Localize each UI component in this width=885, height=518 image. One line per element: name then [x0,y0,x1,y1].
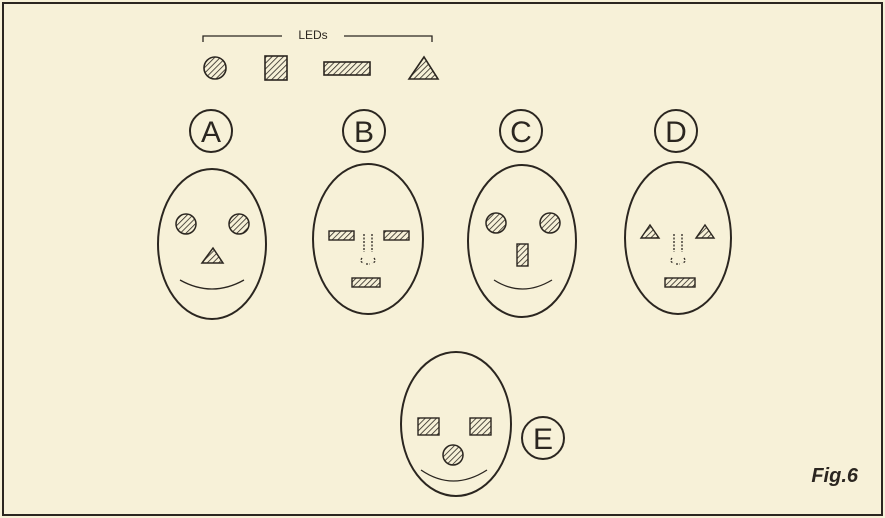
face-a: A [158,110,266,319]
face-a-left-eye-led [176,214,196,234]
face-b: B [313,110,423,314]
face-d-nose [671,234,685,264]
face-a-nose-led [202,248,223,263]
legend-bracket-right [344,36,432,42]
face-a-outline [158,169,266,319]
figure-label: Fig.6 [811,465,859,487]
face-e-label: E [533,423,553,456]
face-e-right-eye-led [470,418,491,435]
face-b-nose [361,234,375,264]
legend-title: LEDs [298,28,327,42]
face-b-left-eye-led [329,231,354,240]
square-led-icon [265,56,287,80]
face-a-right-eye-led [229,214,249,234]
legend: LEDs [203,28,438,80]
face-b-label: B [354,116,374,149]
face-a-label: A [201,116,221,149]
round-led-icon [204,57,226,79]
face-d-label: D [665,116,687,149]
face-a-mouth [180,280,244,289]
face-e-nose-led [443,445,463,465]
face-c-left-eye-led [486,213,506,233]
triangular-led-icon [409,57,438,79]
rectangular-led-icon [324,62,370,75]
face-d: D [625,110,731,314]
face-c-outline [468,165,576,317]
face-c-mouth [494,280,552,289]
face-d-mouth-led [665,278,695,287]
figure-border [3,3,882,515]
face-d-left-eye-led [641,225,659,238]
face-c-right-eye-led [540,213,560,233]
legend-bracket-left [203,36,282,42]
face-e-mouth [421,470,487,481]
face-d-right-eye-led [696,225,714,238]
face-e-left-eye-led [418,418,439,435]
face-b-right-eye-led [384,231,409,240]
face-c-nose-led [517,244,528,266]
face-c-label: C [510,116,532,149]
face-c: C [468,110,576,317]
face-b-mouth-led [352,278,380,287]
face-e: E [401,352,564,496]
